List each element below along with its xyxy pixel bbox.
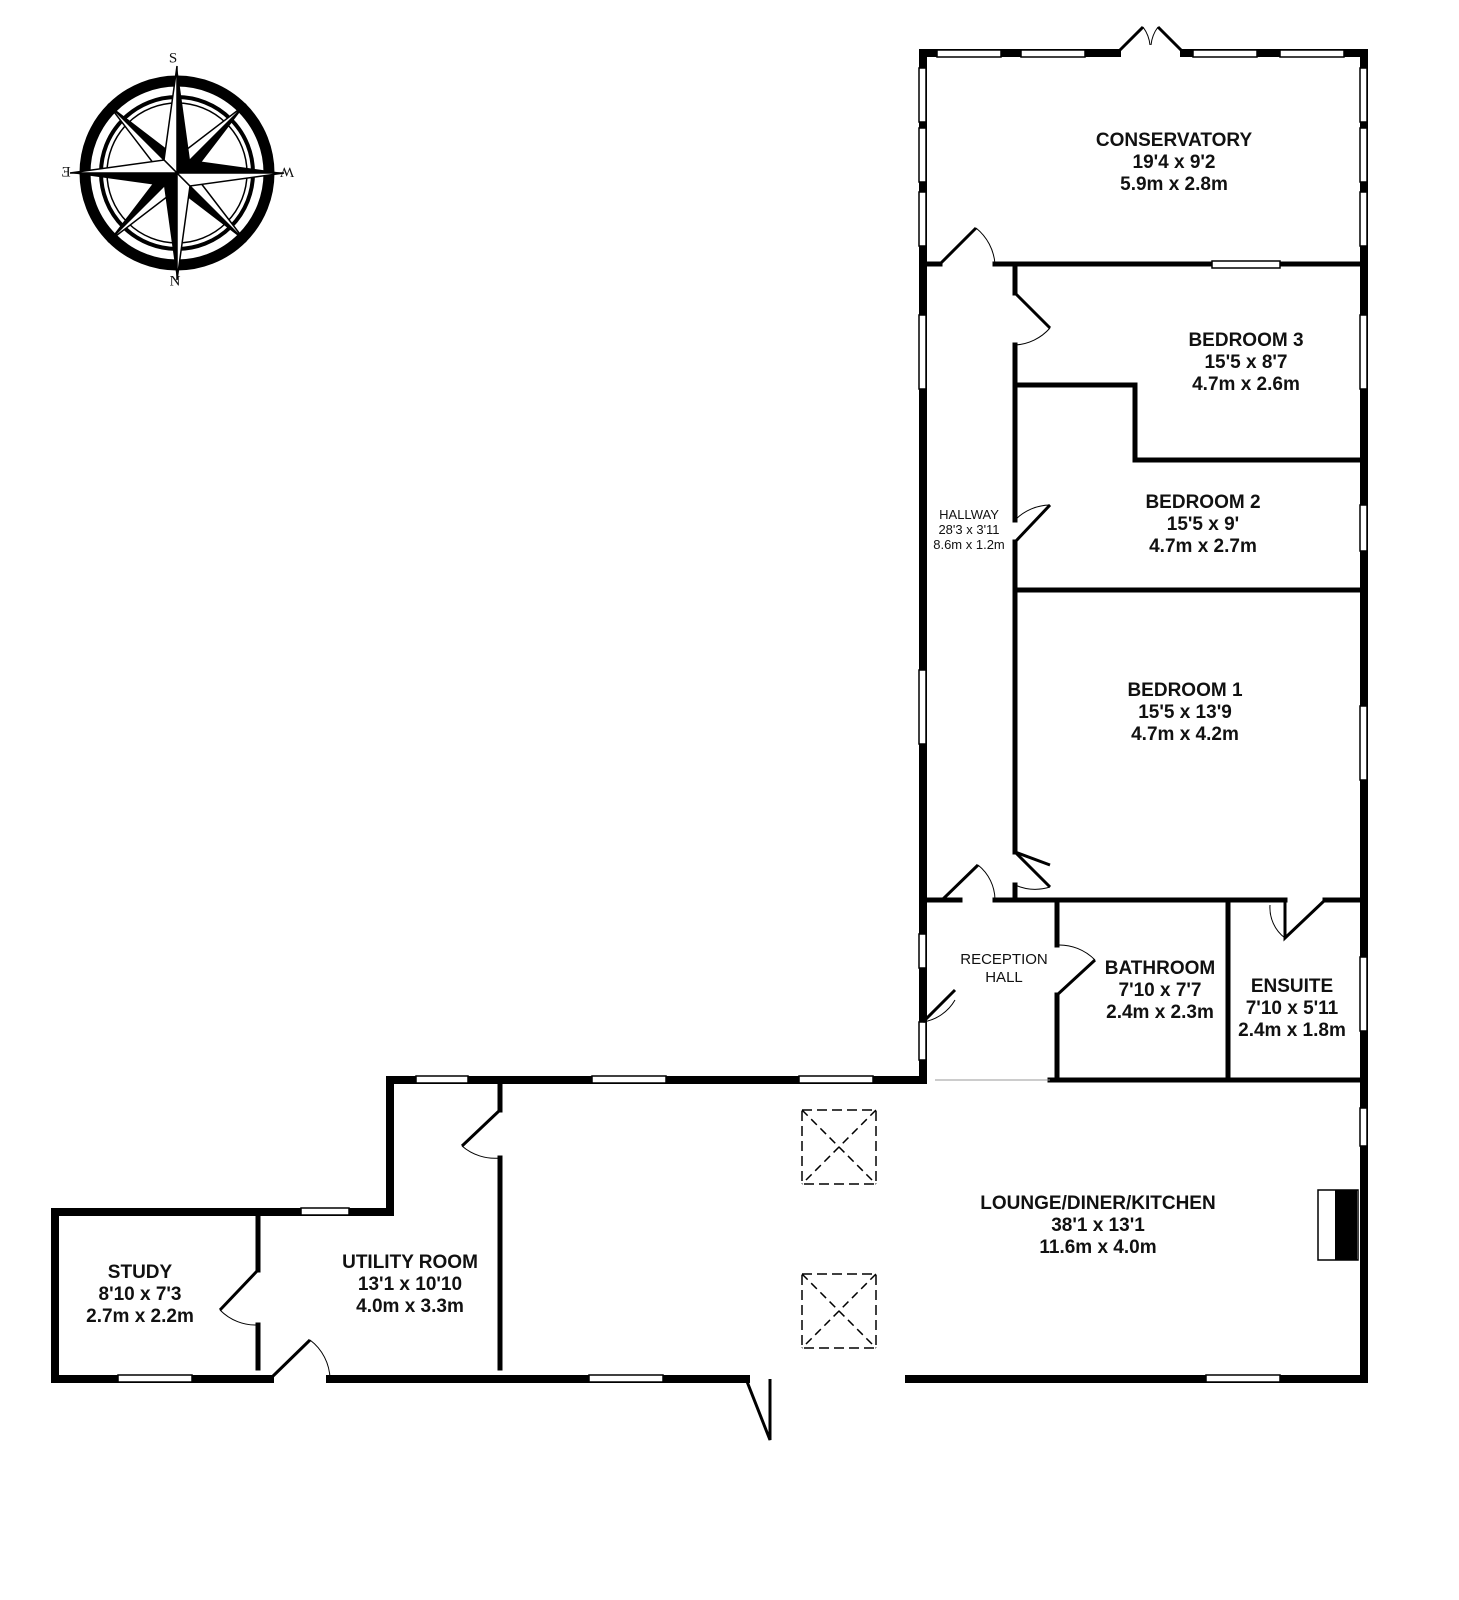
compass-rose: [69, 65, 285, 281]
room-name-line-1: RECEPTION: [960, 951, 1048, 968]
room-name: BEDROOM 3: [1188, 330, 1304, 351]
room-name: STUDY: [107, 1262, 173, 1283]
windows: [117, 49, 1368, 1383]
room-name: UTILITY ROOM: [342, 1252, 478, 1273]
room-size-metric: 4.7m x 4.2m: [1131, 724, 1239, 745]
room-size-imperial: 15'5 x 9': [1166, 514, 1240, 535]
room-size-imperial: 28'3 x 3'11: [938, 522, 1000, 537]
room-label-bedroom-2: BEDROOM 2 15'5 x 9' 4.7m x 2.7m: [1145, 492, 1260, 558]
fireplace: [1317, 1189, 1359, 1261]
room-size-imperial: 15'5 x 8'7: [1204, 352, 1288, 373]
room-label-lounge-diner-kitchen: LOUNGE/DINER/KITCHEN 38'1 x 13'1 11.6m x…: [980, 1193, 1215, 1259]
room-label-utility-room: UTILITY ROOM 13'1 x 10'10 4.0m x 3.3m: [342, 1252, 478, 1318]
room-size-imperial: 38'1 x 13'1: [1051, 1215, 1145, 1236]
compass-label-right: W: [279, 163, 295, 180]
room-size-metric: 2.7m x 2.2m: [86, 1306, 194, 1327]
room-name: BEDROOM 2: [1145, 492, 1261, 513]
room-name: ENSUITE: [1250, 976, 1334, 997]
room-size-imperial: 7'10 x 7'7: [1118, 980, 1202, 1001]
room-name: BATHROOM: [1104, 958, 1216, 979]
room-size-metric: 8.6m x 1.2m: [933, 537, 1005, 552]
room-size-imperial: 8'10 x 7'3: [98, 1284, 182, 1305]
room-size-imperial: 7'10 x 5'11: [1245, 998, 1339, 1019]
room-size-metric: 2.4m x 2.3m: [1106, 1002, 1214, 1023]
room-label-conservatory: CONSERVATORY 19'4 x 9'2 5.9m x 2.8m: [1096, 130, 1252, 196]
room-label-bedroom-1: BEDROOM 1 15'5 x 13'9 4.7m x 4.2m: [1127, 680, 1242, 746]
compass-label-bottom: N: [169, 273, 181, 290]
room-name: BEDROOM 1: [1127, 680, 1243, 701]
room-size-metric: 4.0m x 3.3m: [356, 1296, 464, 1317]
room-size-imperial: 19'4 x 9'2: [1132, 152, 1216, 173]
room-size-metric: 4.7m x 2.7m: [1149, 536, 1257, 557]
interior-walls: [255, 261, 1367, 1371]
compass-label-top: S: [168, 50, 178, 67]
skylights: [801, 1109, 877, 1349]
room-label-hallway: HALLWAY 28'3 x 3'11 8.6m x 1.2m: [933, 507, 1005, 552]
room-size-imperial: 15'5 x 13'9: [1138, 702, 1232, 723]
room-name: HALLWAY: [939, 507, 999, 522]
compass-cardinal-points: [69, 65, 285, 281]
room-size-metric: 4.7m x 2.6m: [1192, 374, 1300, 395]
compass-label-left: E: [61, 164, 71, 181]
room-label-ensuite: ENSUITE 7'10 x 5'11 2.4m x 1.8m: [1238, 976, 1346, 1042]
room-name-line-2: HALL: [985, 969, 1023, 986]
room-size-metric: 5.9m x 2.8m: [1120, 174, 1228, 195]
room-size-imperial: 13'1 x 10'10: [357, 1274, 463, 1295]
room-label-bedroom-3: BEDROOM 3 15'5 x 8'7 4.7m x 2.6m: [1188, 330, 1303, 396]
room-name: CONSERVATORY: [1095, 130, 1253, 151]
doors: [218, 25, 1327, 1441]
room-name: LOUNGE/DINER/KITCHEN: [980, 1193, 1216, 1214]
room-size-metric: 2.4m x 1.8m: [1238, 1020, 1346, 1041]
room-size-metric: 11.6m x 4.0m: [1039, 1237, 1157, 1258]
room-label-study: STUDY 8'10 x 7'3 2.7m x 2.2m: [86, 1262, 194, 1328]
room-label-bathroom: BATHROOM 7'10 x 7'7 2.4m x 2.3m: [1105, 958, 1215, 1024]
room-label-reception-hall: RECEPTION HALL: [960, 951, 1048, 987]
